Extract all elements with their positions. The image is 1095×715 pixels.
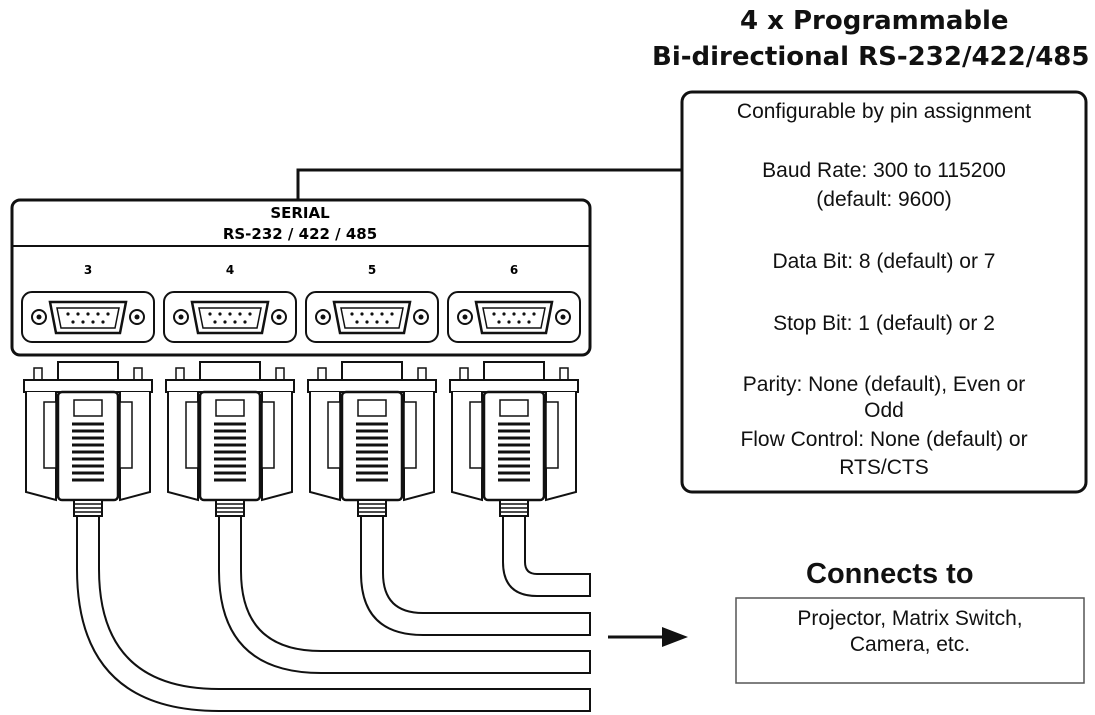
cable [360,515,591,636]
spec-parity-line1: Parity: None (default), Even or [742,373,1026,396]
spec-box [680,90,1088,494]
serial-port: 4 [163,263,297,343]
spec-flow-line2: RTS/CTS [839,456,929,479]
title-line2: Bi-directional RS-232/422/485 [652,42,1090,72]
port-number: 3 [84,263,92,277]
connects-title: Connects to [806,558,974,590]
spec-parity-line2: Odd [864,399,904,422]
port-number: 4 [226,263,234,277]
cable [76,515,591,712]
cable [218,515,591,674]
serial-panel: SERIAL RS-232 / 422 / 485 3 4 5 6 [10,198,592,357]
spec-flow-line1: Flow Control: None (default) or [740,428,1028,451]
arrow-icon [608,627,688,647]
title-line1: 4 x Programmable [740,6,1009,36]
port-number: 5 [368,263,376,277]
connects-body: Projector, Matrix Switch, Camera, etc. [736,606,1084,658]
serial-port: 3 [21,263,155,343]
db9-plug [307,361,437,517]
serial-port: 6 [447,263,581,343]
spec-stop-bit: Stop Bit: 1 (default) or 2 [773,312,995,335]
db9-plug [165,361,295,517]
connects-line1: Projector, Matrix Switch, [797,607,1023,630]
spec-baud-line1: Baud Rate: 300 to 115200 [762,159,1006,182]
serial-port: 5 [305,263,439,343]
panel-label-line2: RS-232 / 422 / 485 [223,225,377,243]
connects-line2: Camera, etc. [849,633,971,656]
connects-box [735,597,1085,684]
panel-label-line1: SERIAL [270,204,330,222]
cables [76,515,591,712]
db9-plug [23,361,153,517]
plugs [23,361,579,517]
db9-plug [449,361,579,517]
leader-line [296,168,684,200]
spec-heading: Configurable by pin assignment [736,100,1032,123]
cable [502,515,591,597]
spec-data-bit: Data Bit: 8 (default) or 7 [772,250,996,273]
spec-baud-line2: (default: 9600) [816,188,952,211]
port-number: 6 [510,263,518,277]
